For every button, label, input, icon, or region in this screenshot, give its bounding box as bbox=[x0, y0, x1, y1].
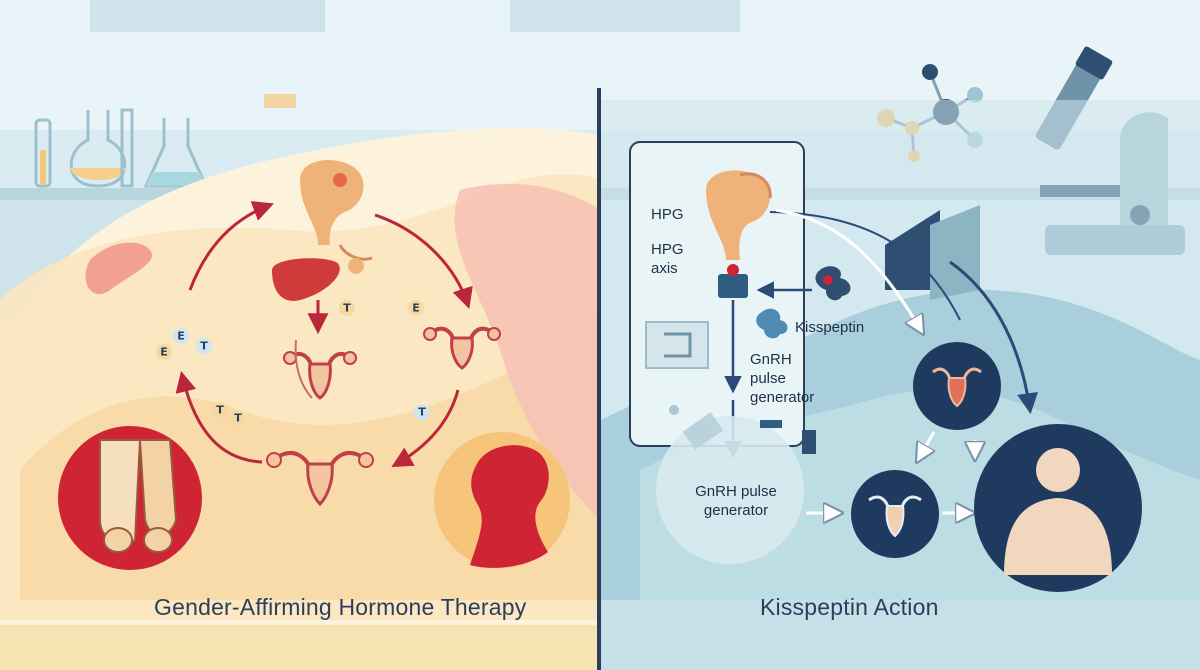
left-footer-band bbox=[0, 625, 600, 670]
hormone-token-label: T bbox=[234, 412, 242, 425]
hormone-token bbox=[156, 344, 172, 360]
kisspeptin-molecule-icon bbox=[815, 266, 851, 301]
hormone-tokens: E E T T T T E T bbox=[156, 300, 430, 426]
gnrh-chart-icon bbox=[645, 321, 709, 369]
hormone-token bbox=[408, 300, 424, 316]
uterus-icon-right bbox=[423, 326, 501, 370]
kisspeptin-label: Kisspeptin bbox=[795, 319, 865, 336]
hormone-token bbox=[212, 402, 228, 418]
pituitary-marker bbox=[727, 264, 739, 276]
kisspeptin-receptor-icon bbox=[756, 308, 788, 339]
pituitary-icon bbox=[718, 274, 748, 298]
right-panel-title: Kisspeptin Action bbox=[760, 594, 939, 620]
brain-icon bbox=[706, 170, 772, 260]
bubble-block bbox=[802, 430, 816, 454]
left-panel: E E T T T T E T bbox=[0, 128, 600, 670]
white-arrows bbox=[775, 208, 975, 513]
hormone-token bbox=[339, 300, 355, 316]
lab-glassware bbox=[34, 108, 209, 188]
hormone-token bbox=[196, 338, 212, 354]
left-pink-wave bbox=[454, 183, 600, 520]
hormone-token-label: E bbox=[177, 330, 185, 343]
hormone-token-label: T bbox=[343, 302, 351, 315]
gnrh-bubble-label: GnRH pulse generator bbox=[695, 483, 777, 519]
hormone-token-label: E bbox=[160, 346, 168, 359]
hormone-token bbox=[173, 328, 189, 344]
gnrh-chart-line bbox=[664, 332, 692, 358]
body-silhouette-circle bbox=[974, 424, 1142, 592]
hormone-token-label: E bbox=[412, 302, 420, 315]
hormone-token-label: T bbox=[216, 404, 224, 417]
brain-icon bbox=[300, 160, 373, 274]
right-footer-band bbox=[601, 600, 1200, 670]
bubble-bar bbox=[760, 420, 782, 428]
hormone-token bbox=[414, 404, 430, 420]
liver-icon bbox=[272, 258, 340, 301]
right-panel bbox=[601, 100, 1200, 670]
hormone-token-label: T bbox=[418, 406, 426, 419]
hormone-token bbox=[230, 410, 246, 426]
hpg-label: HPG bbox=[651, 206, 684, 223]
ceiling-lamp-center bbox=[510, 0, 740, 32]
hpg-axis-label: HPG axis bbox=[651, 241, 684, 277]
ceiling-lamp-left bbox=[90, 0, 325, 32]
panel-divider bbox=[597, 88, 601, 670]
uterus-icon-bottom bbox=[266, 451, 374, 507]
profile-circle bbox=[434, 432, 570, 568]
uterus-circle-center bbox=[851, 470, 939, 558]
anatomy-circle bbox=[58, 426, 202, 570]
left-pink-blob bbox=[85, 242, 152, 294]
lab-box bbox=[264, 94, 296, 108]
uterus-circle-top bbox=[913, 342, 1001, 430]
gnrh-bubble bbox=[656, 416, 804, 564]
hormone-token-label: T bbox=[200, 340, 208, 353]
cycle-arrows bbox=[175, 201, 473, 468]
gnrh-pulse-generator-label: GnRH pulse generator bbox=[750, 351, 815, 406]
dot-icon bbox=[669, 405, 679, 415]
kisspeptin-marker bbox=[823, 275, 833, 285]
left-panel-title: Gender-Affirming Hormone Therapy bbox=[154, 594, 527, 620]
bubble-shape bbox=[682, 412, 724, 450]
body-arrow bbox=[949, 260, 1039, 415]
